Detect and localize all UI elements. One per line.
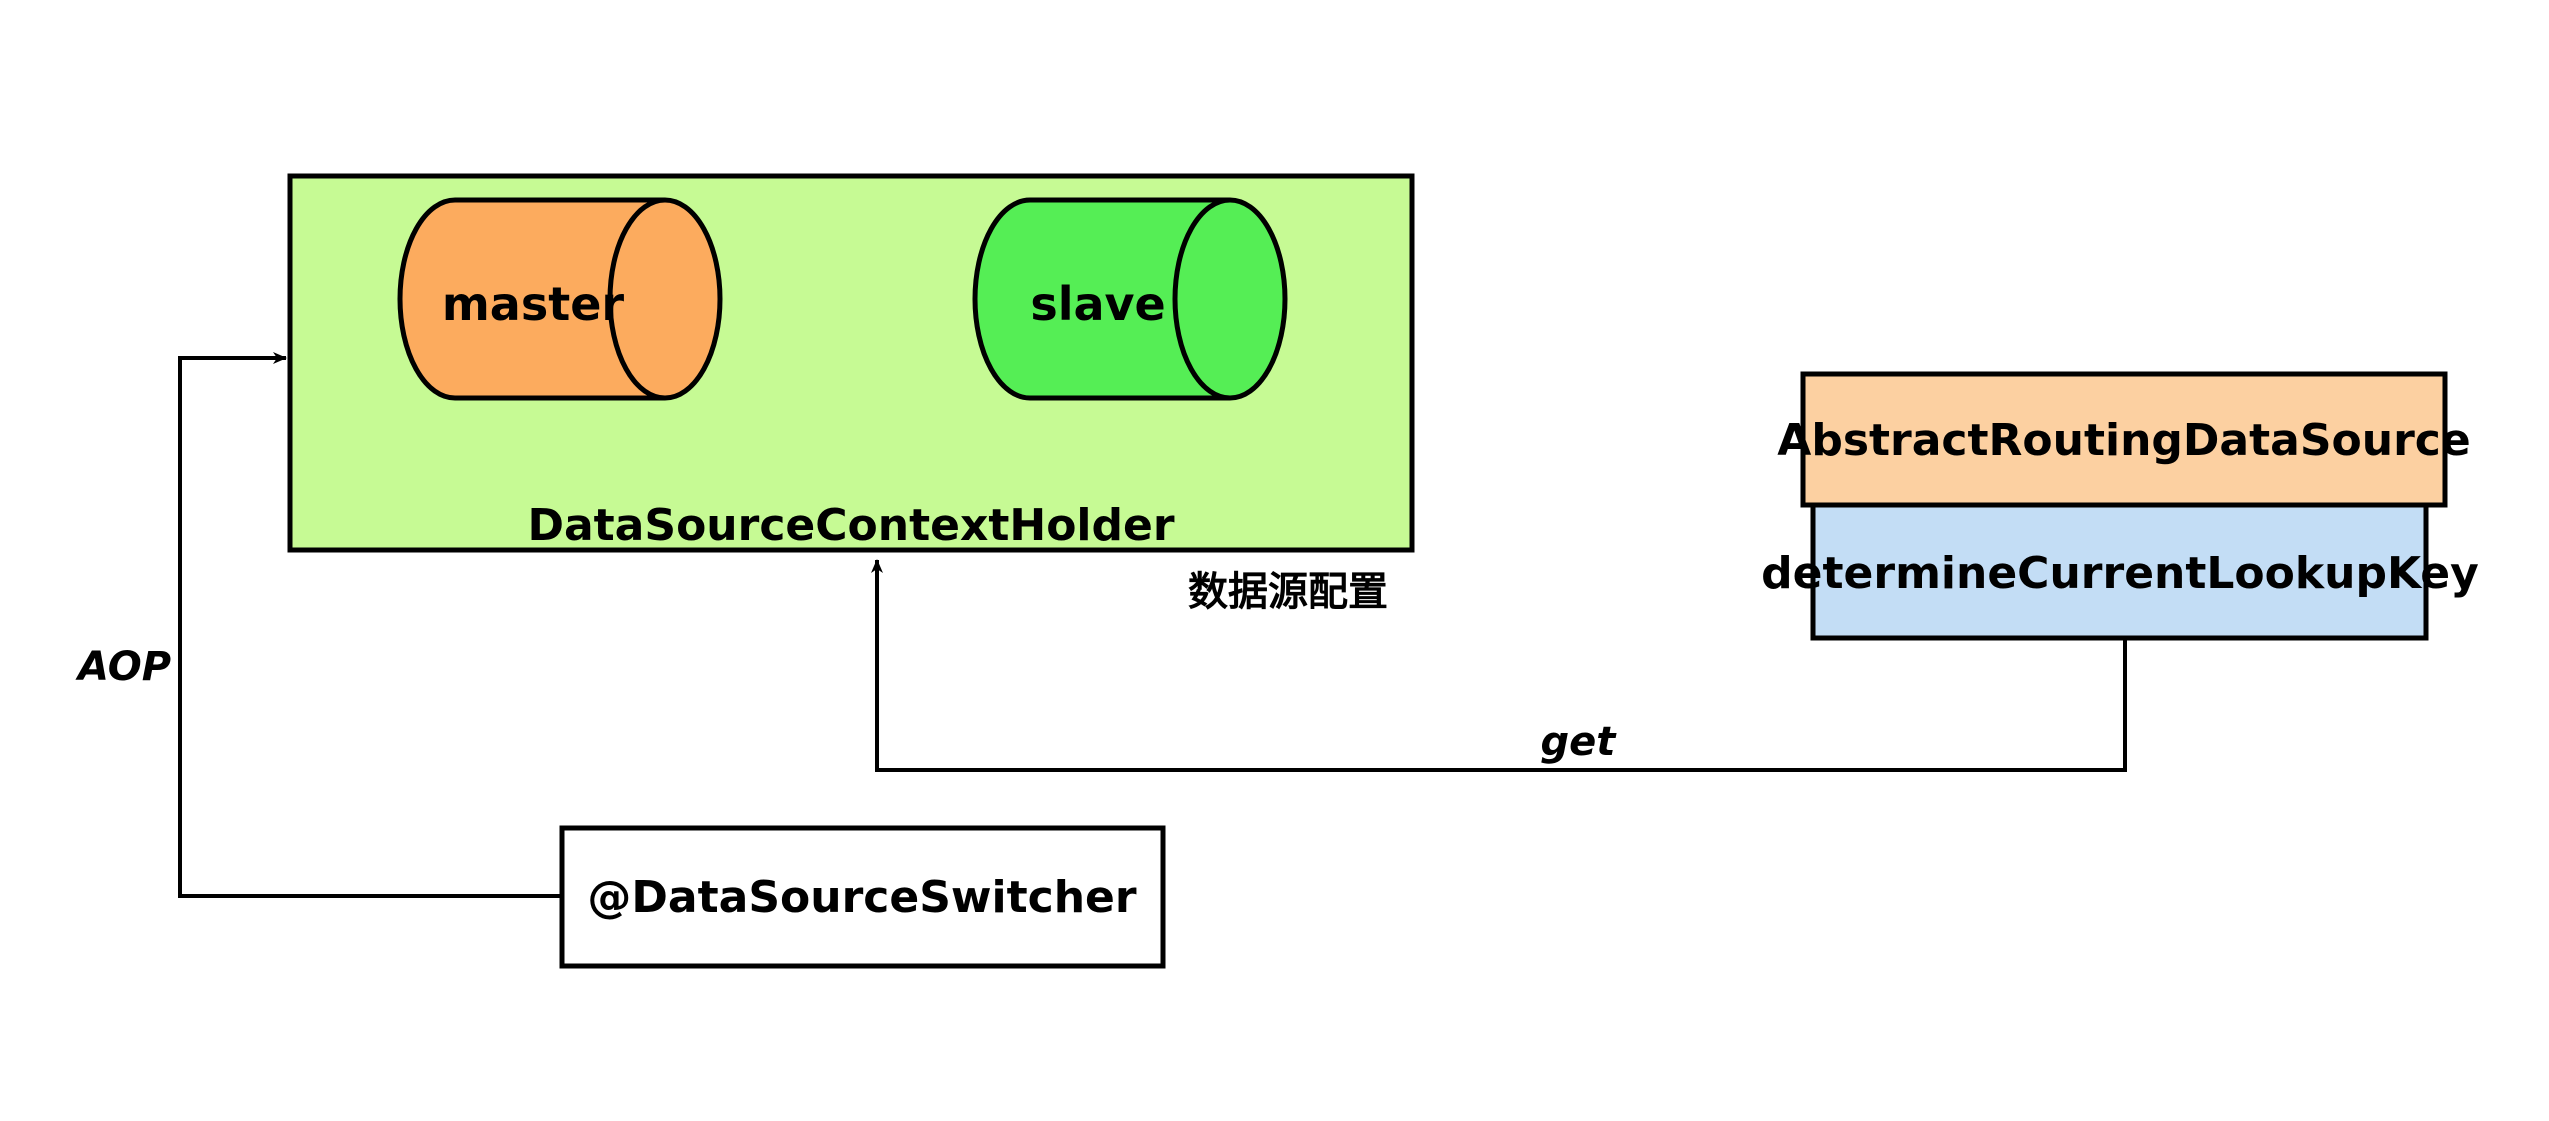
data-source-switcher-label: @DataSourceSwitcher — [587, 872, 1137, 923]
cylinder-slave[interactable]: slave — [972, 197, 1288, 401]
edge-get — [871, 559, 2127, 772]
abstract-routing-data-source-label: AbstractRoutingDataSource — [1777, 415, 2470, 466]
cylinder-slave-cap — [1172, 197, 1231, 401]
determine-current-lookup-key-label: determineCurrentLookupKey — [1761, 548, 2479, 599]
cylinder-master-label: master — [442, 277, 625, 331]
edge-get-path — [871, 559, 2127, 772]
cylinder-slave-label: slave — [1030, 277, 1165, 331]
data-source-switcher-box[interactable] — [559, 825, 1166, 969]
edge-aop-path — [178, 352, 560, 898]
abstract-routing-data-source-box[interactable] — [1800, 371, 2448, 508]
edge-aop-label: AOP — [75, 644, 171, 690]
determine-current-lookup-key-box[interactable] — [1810, 502, 2429, 641]
datasource-context-holder-label: DataSourceContextHolder — [527, 500, 1174, 551]
datasource-config-caption: 数据源配置 — [1188, 569, 1388, 615]
edge-aop — [178, 352, 560, 898]
cylinder-master-cap — [607, 197, 666, 401]
edge-get-label: get — [1541, 719, 1618, 765]
cylinder-master[interactable]: master — [397, 197, 723, 401]
